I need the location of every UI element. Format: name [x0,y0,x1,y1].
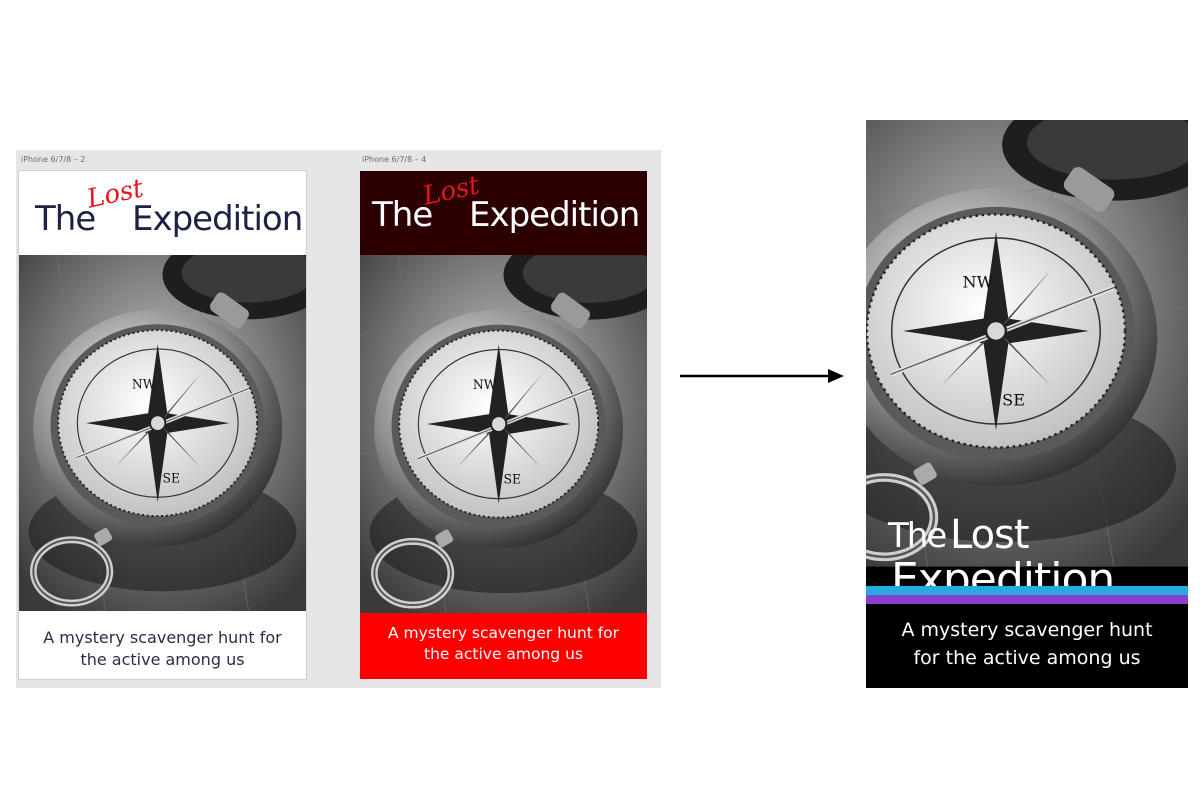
poster-title-the: The [888,516,947,556]
final-poster: The Lost Expedition A mystery scavenger … [866,120,1188,688]
poster-tagline-line-1: A mystery scavenger hunt [901,619,1153,641]
compass-photo [360,255,647,613]
tagline-band-red [360,613,647,679]
logo-the: The [372,195,433,235]
tagline-line-1: A mystery scavenger hunt for [43,628,282,647]
tagline: A mystery scavenger hunt for the active … [360,623,647,665]
tagline-line-2: the active among us [424,645,583,663]
tagline-line-2: the active among us [80,650,245,669]
poster-tagline: A mystery scavenger hunt for the active … [866,616,1188,672]
arrow-right-icon [680,369,844,383]
poster-tagline-line-2: for the active among us [913,647,1141,669]
logo-band: The Lost Expedition [19,171,306,255]
logo-the: The [35,199,96,239]
stripe-cyan [866,586,1188,595]
logo-band-dark: The Lost Expedition [360,171,647,255]
artboard-1[interactable]: The Lost Expedition A mystery scavenger … [19,171,306,679]
tagline-line-1: A mystery scavenger hunt for [387,624,620,642]
stripe-purple [866,595,1188,604]
artboard-2[interactable]: The Lost Expedition A mystery scavenger … [360,171,647,679]
logo-expedition: Expedition [132,199,303,239]
compass-photo [19,255,306,611]
tagline: A mystery scavenger hunt for the active … [19,627,306,671]
logo-expedition: Expedition [469,195,640,235]
poster-title-lost: Lost [950,512,1030,558]
frame-label-2[interactable]: iPhone 6/7/8 – 4 [362,155,427,164]
frame-label-1[interactable]: iPhone 6/7/8 – 2 [21,155,86,164]
